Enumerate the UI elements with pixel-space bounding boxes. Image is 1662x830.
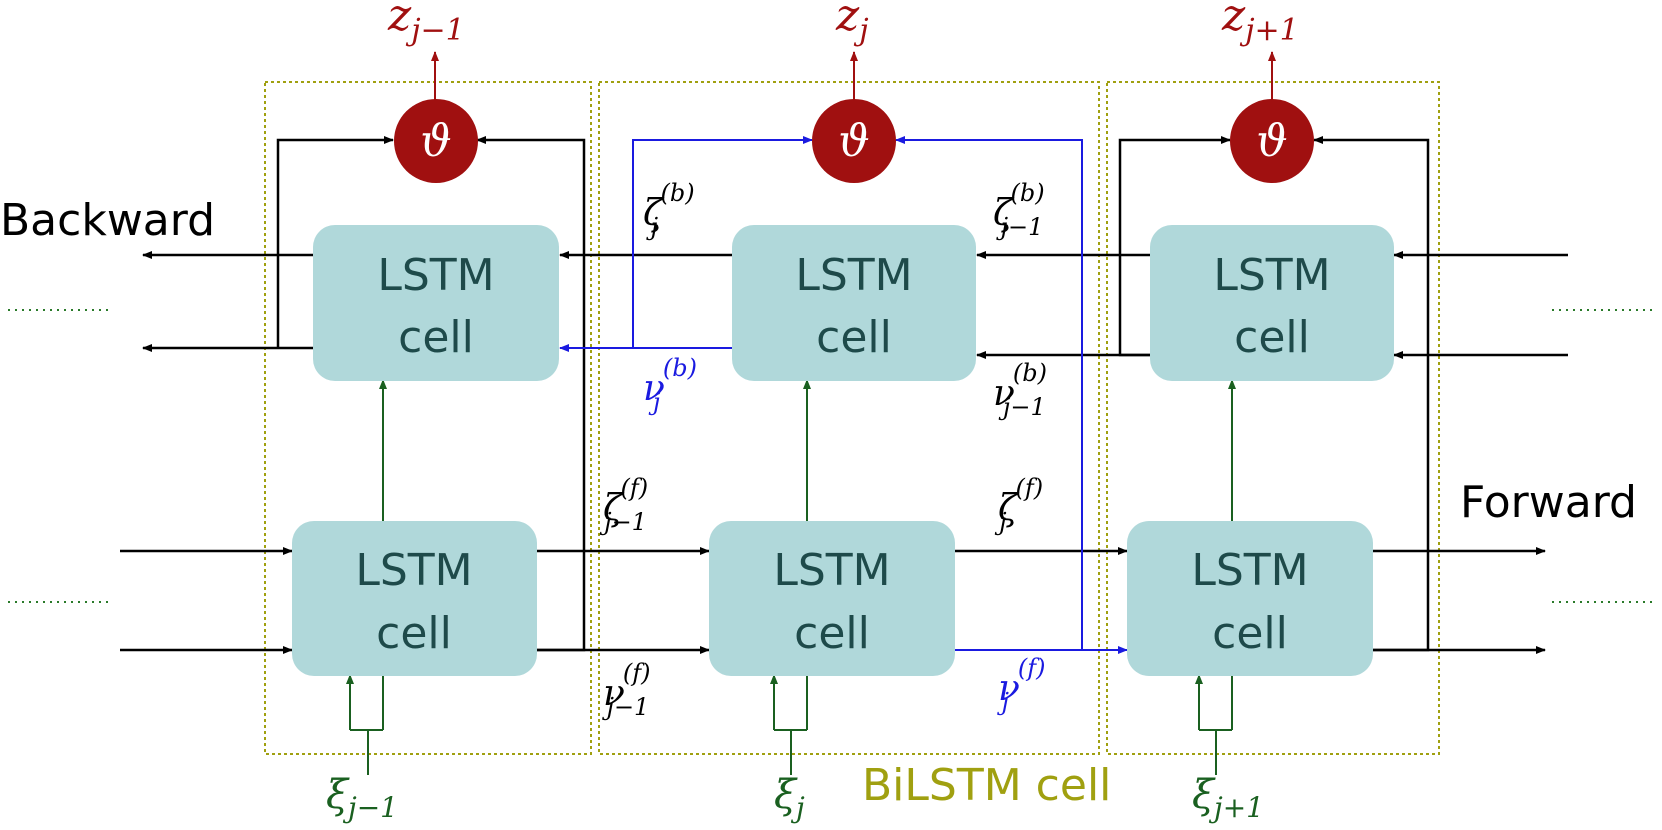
black-arrows (120, 136, 1568, 654)
output-labels: zj−1 zj zj+1 (387, 0, 1299, 48)
lstm-label-back-mid-l1: LSTM (795, 250, 912, 301)
bilstm-box-middle (598, 81, 1100, 755)
output-label-left: zj−1 (387, 0, 465, 48)
backward-label: Backward (0, 195, 215, 246)
lstm-cell-fwd-left (292, 521, 537, 676)
theta-node-right (1230, 99, 1314, 183)
lstm-cell-fwd-right (1127, 521, 1373, 676)
theta-symbol-left: ϑ (420, 116, 451, 167)
output-label-mid: zj (835, 0, 869, 48)
theta-nodes: ϑ ϑ ϑ (394, 99, 1314, 183)
lstm-label-fwd-right-l2: cell (1212, 608, 1288, 659)
bilstm-box-left (264, 81, 592, 755)
lstm-label-back-mid-l2: cell (816, 312, 892, 363)
label-nu-b-j: ν(b)j (643, 354, 697, 416)
lstm-label-fwd-left-l1: LSTM (355, 545, 472, 596)
lstm-label-fwd-mid-l2: cell (794, 608, 870, 659)
theta-symbol-mid: ϑ (838, 116, 869, 167)
lstm-label-fwd-mid-l1: LSTM (773, 545, 890, 596)
label-zeta-b-jm1: ζ(b)j−1 (993, 179, 1045, 241)
theta-node-left (394, 99, 478, 183)
arrow-theta-right-back (1118, 136, 1231, 357)
arrow-theta-left-fwd (476, 136, 586, 652)
label-zeta-f-jm1: ζ(f)j−1 (599, 474, 648, 536)
lstm-cell-back-left (313, 225, 559, 381)
lstm-label-fwd-right-l1: LSTM (1191, 545, 1308, 596)
arrow-theta-right-fwd (1313, 136, 1430, 652)
lstm-cell-fwd-mid (709, 521, 955, 676)
output-label-right: zj+1 (1221, 0, 1299, 48)
lstm-cell-back-mid (732, 225, 976, 381)
arrow-theta-mid-fwd (895, 136, 1083, 650)
arrow-theta-left-back (276, 136, 394, 348)
forward-label: Forward (1460, 477, 1637, 528)
lstm-label-back-right-l2: cell (1234, 312, 1310, 363)
lstm-cell-labels: LSTM cell LSTM cell LSTM cell LSTM cell … (355, 250, 1330, 659)
lstm-label-back-left-l1: LSTM (377, 250, 494, 301)
arrow-theta-mid-back (632, 136, 813, 348)
theta-node-mid (812, 99, 896, 183)
input-label-left: ξj−1 (326, 772, 398, 824)
lstm-cells (292, 225, 1394, 676)
input-label-right: ξj+1 (1192, 772, 1264, 824)
bilstm-boxes (264, 81, 1440, 755)
input-label-mid: ξj (774, 772, 805, 824)
label-nu-f-jm1: ν(f)j−1 (602, 659, 651, 721)
label-nu-f-j: ν(f)j (997, 654, 1046, 716)
bilstm-cell-label: BiLSTM cell (862, 760, 1111, 811)
lstm-cell-back-right (1150, 225, 1394, 381)
lstm-label-fwd-left-l2: cell (376, 608, 452, 659)
bilstm-box-right (1106, 81, 1440, 755)
red-arrows (431, 51, 1276, 100)
label-zeta-b-j: ζ(b)j (643, 179, 695, 241)
lstm-label-back-right-l1: LSTM (1213, 250, 1330, 301)
label-zeta-f-j: ζ(f)j (994, 474, 1043, 536)
theta-symbol-right: ϑ (1256, 116, 1287, 167)
label-nu-b-jm1: ν(b)j−1 (993, 359, 1047, 421)
input-labels: ξj−1 ξj ξj+1 (326, 772, 1264, 824)
lstm-label-back-left-l2: cell (398, 312, 474, 363)
blue-arrows (559, 136, 1128, 654)
